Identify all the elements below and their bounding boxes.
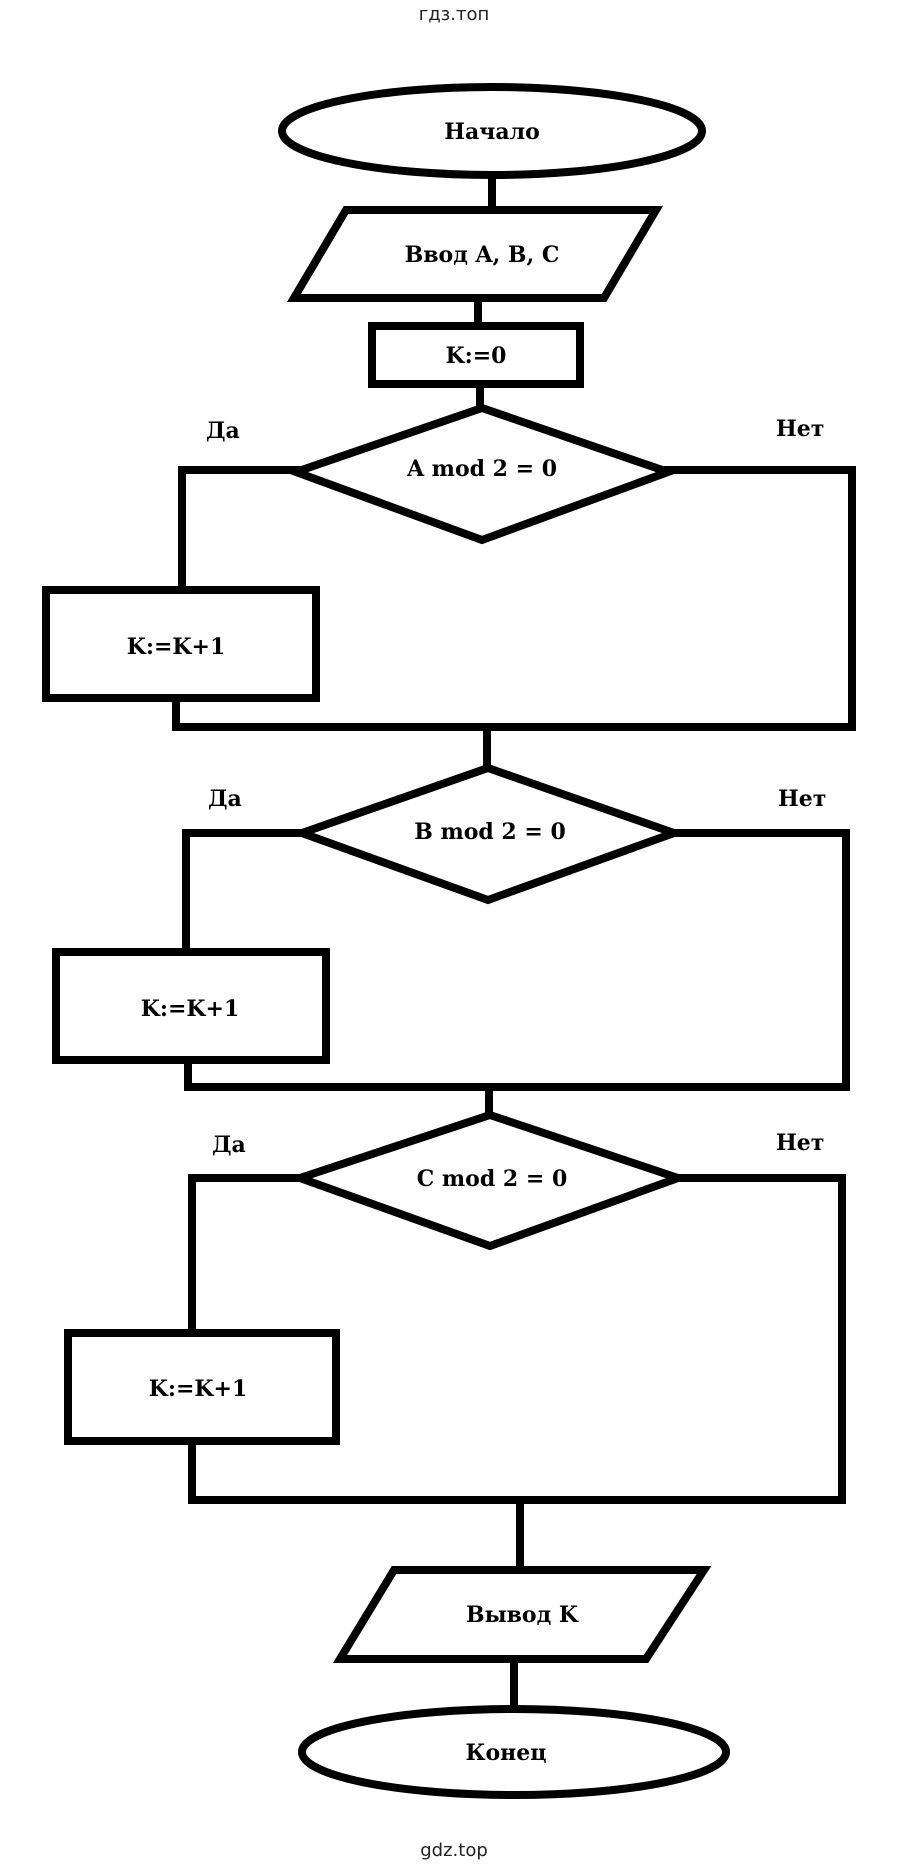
condition-c-node: C mod 2 = 0 — [287, 1110, 691, 1251]
connector-a-merge — [172, 696, 856, 731]
input-label: Ввод A, B, C — [405, 242, 560, 268]
connector-c-yes — [188, 1174, 304, 1337]
watermark-top: гдз.топ — [419, 4, 489, 25]
condition-b-no-label: Нет — [778, 786, 826, 812]
condition-a-label: A mod 2 = 0 — [406, 456, 557, 482]
end-label: Конец — [465, 1740, 546, 1766]
condition-a-node: A mod 2 = 0 — [284, 403, 680, 545]
connector-b-no — [670, 829, 850, 1091]
condition-c-yes-label: Да — [212, 1132, 246, 1158]
condition-b-node: B mod 2 = 0 — [290, 763, 686, 905]
start-label: Начало — [444, 119, 540, 145]
condition-b-yes-label: Да — [208, 786, 242, 812]
increment-c-node: K:=K+1 — [64, 1329, 340, 1445]
init-label: K:=0 — [446, 343, 507, 369]
increment-c-label: K:=K+1 — [149, 1376, 248, 1402]
connector-b-yes — [182, 829, 306, 956]
increment-b-label: K:=K+1 — [141, 996, 240, 1022]
connector-c-no — [674, 1174, 846, 1504]
connector-c-merge — [188, 1437, 846, 1504]
connector-a-yes — [178, 466, 300, 594]
condition-c-no-label: Нет — [776, 1130, 824, 1156]
output-node: Вывод K — [332, 1566, 712, 1663]
connector-b-merge — [184, 1054, 850, 1091]
start-node: Начало — [278, 83, 706, 179]
condition-c-label: C mod 2 = 0 — [417, 1166, 568, 1192]
input-node: Ввод A, B, C — [286, 206, 664, 302]
increment-b-node: K:=K+1 — [52, 948, 330, 1064]
end-node: Конец — [298, 1705, 730, 1799]
condition-a-yes-label: Да — [206, 418, 240, 444]
condition-b-label: B mod 2 = 0 — [414, 819, 566, 845]
increment-a-label: K:=K+1 — [127, 634, 226, 660]
output-label: Вывод K — [466, 1602, 579, 1628]
watermark-bottom: gdz.top — [420, 1840, 488, 1861]
condition-a-no-label: Нет — [776, 416, 824, 442]
increment-a-node: K:=K+1 — [42, 586, 320, 702]
init-node: K:=0 — [368, 322, 584, 388]
connectors — [172, 172, 856, 1712]
connector-a-no — [664, 466, 856, 731]
